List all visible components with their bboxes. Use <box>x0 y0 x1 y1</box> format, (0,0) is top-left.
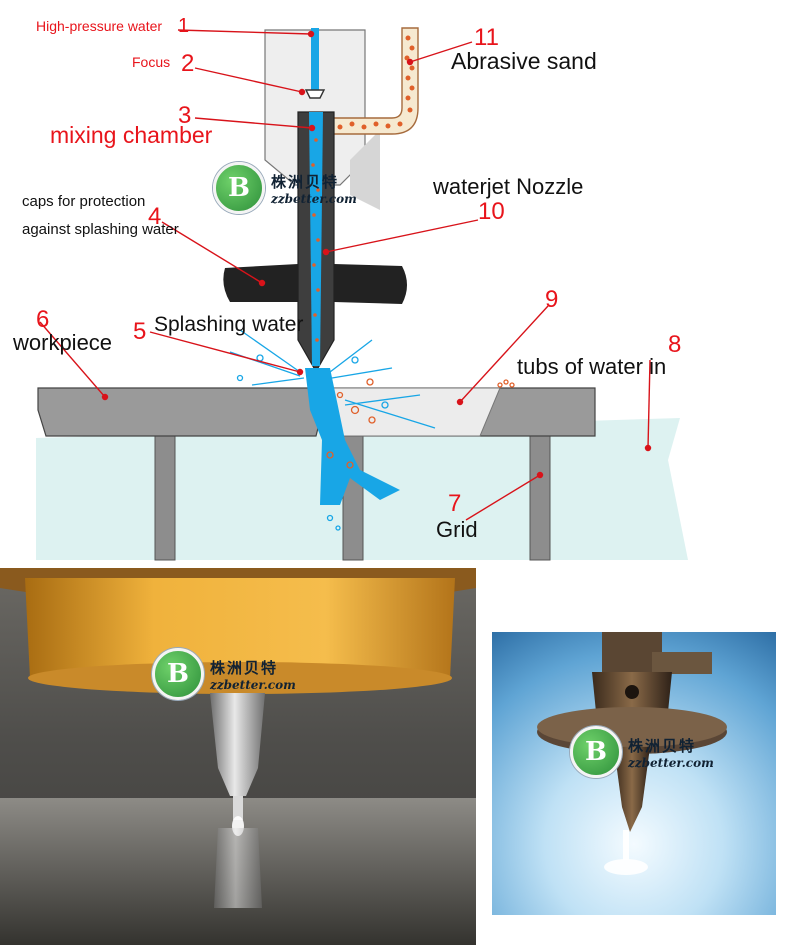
number-9: 9 <box>545 286 559 313</box>
label-splashing-water: Splashing water <box>154 313 304 336</box>
watermark-logo-icon: B <box>152 648 204 700</box>
water-inlet <box>311 28 319 90</box>
watermark-photo1: B 株洲贝特 zzbetter.com <box>152 648 296 700</box>
number-3: 3 <box>178 102 192 129</box>
label-caps-line2: against splashing water <box>22 221 179 238</box>
number-6: 6 <box>36 306 50 333</box>
watermark-cn: 株洲贝特 <box>628 736 697 755</box>
head-housing <box>264 29 366 186</box>
watermark-photo2: B 株洲贝特 zzbetter.com <box>570 726 714 778</box>
head-housing-right <box>350 130 380 210</box>
number-1: 1 <box>178 15 190 37</box>
sand-particles <box>337 35 415 130</box>
label-workpiece: workpiece <box>13 330 113 355</box>
label-waterjet-nozzle: waterjet Nozzle <box>433 174 584 199</box>
nozzle-bore <box>309 112 323 366</box>
number-2: 2 <box>181 50 195 77</box>
watermark-logo-icon: B <box>570 726 622 778</box>
watermark-cn: 株洲贝特 <box>271 172 340 191</box>
label-caps-line1: caps for protection <box>22 193 146 210</box>
workpiece-body <box>37 387 321 437</box>
number-10: 10 <box>478 198 505 225</box>
watermark-cn: 株洲贝特 <box>210 658 279 677</box>
watermark-logo-icon: B <box>213 162 265 214</box>
leader-lines <box>39 29 652 521</box>
watermark-diagram: B 株洲贝特 zzbetter.com <box>213 162 357 214</box>
cutting-jet <box>305 368 400 505</box>
number-8: 8 <box>668 331 682 358</box>
watermark-url: zzbetter.com <box>210 677 296 692</box>
label-focus: Focus <box>132 54 171 70</box>
photo-waterjet-cutting: B 株洲贝特 zzbetter.com <box>492 632 776 915</box>
number-11: 11 <box>474 24 499 51</box>
label-abrasive-sand: Abrasive sand <box>451 48 597 74</box>
number-7: 7 <box>448 490 462 517</box>
label-grid: Grid <box>436 517 478 542</box>
label-high-pressure-water: High-pressure water <box>36 18 163 34</box>
number-4: 4 <box>148 203 162 230</box>
waterjet-schematic <box>36 27 688 561</box>
splash-cap-right <box>334 264 407 304</box>
focus-orifice <box>304 89 326 99</box>
photo-waterjet-head: B 株洲贝特 zzbetter.com <box>0 568 476 945</box>
nozzle-sand <box>311 138 320 342</box>
label-mixing-chamber: mixing chamber <box>50 122 213 148</box>
watermark-url: zzbetter.com <box>628 755 714 770</box>
watermark-url: zzbetter.com <box>271 191 357 206</box>
splash-bubbles <box>236 354 515 531</box>
label-tubs-of-water: tubs of water in <box>517 354 667 379</box>
number-5: 5 <box>133 318 147 345</box>
